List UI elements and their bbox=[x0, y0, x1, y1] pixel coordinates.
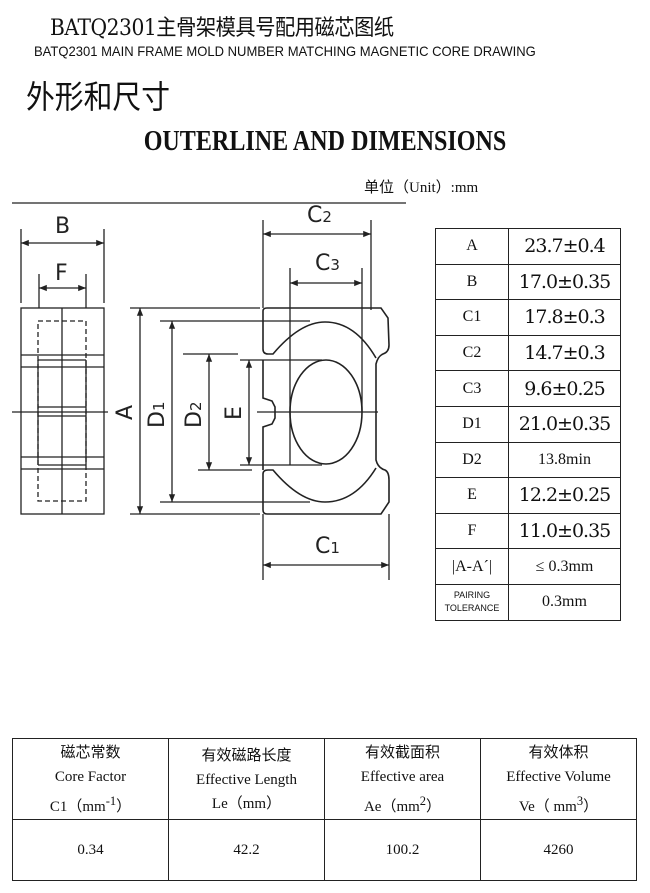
label-E: E bbox=[222, 406, 247, 420]
label-A: A bbox=[113, 405, 138, 420]
drawing-labels: B F A D1 D2 E C2 C3 C1 bbox=[55, 203, 340, 559]
core-front-view bbox=[262, 307, 390, 515]
title-chinese: BATQ2301主骨架模具号配用磁芯图纸 bbox=[50, 16, 394, 41]
section-title-english: OUTERLINE AND DIMENSIONS bbox=[143, 126, 507, 157]
core-drawing: B F A D1 D2 E C2 C3 C1 bbox=[12, 202, 406, 580]
label-D1: D1 bbox=[145, 402, 170, 429]
table-row: |A-A´|≤ 0.3mm bbox=[435, 548, 621, 585]
front-dimension-lines bbox=[130, 220, 390, 580]
label-C1: C1 bbox=[315, 534, 340, 559]
label-C2: C2 bbox=[307, 203, 332, 228]
section-title-chinese: 外形和尺寸 bbox=[26, 78, 171, 116]
label-F: F bbox=[55, 261, 68, 286]
label-C3: C3 bbox=[315, 251, 340, 276]
title-english: BATQ2301 MAIN FRAME MOLD NUMBER MATCHING… bbox=[34, 43, 536, 59]
table-row: 0.34 42.2 100.2 4260 bbox=[12, 819, 637, 881]
label-B: B bbox=[55, 214, 70, 239]
unit-label: 单位（Unit）:mm bbox=[364, 180, 479, 196]
side-view bbox=[12, 229, 108, 515]
label-D2: D2 bbox=[182, 402, 207, 429]
